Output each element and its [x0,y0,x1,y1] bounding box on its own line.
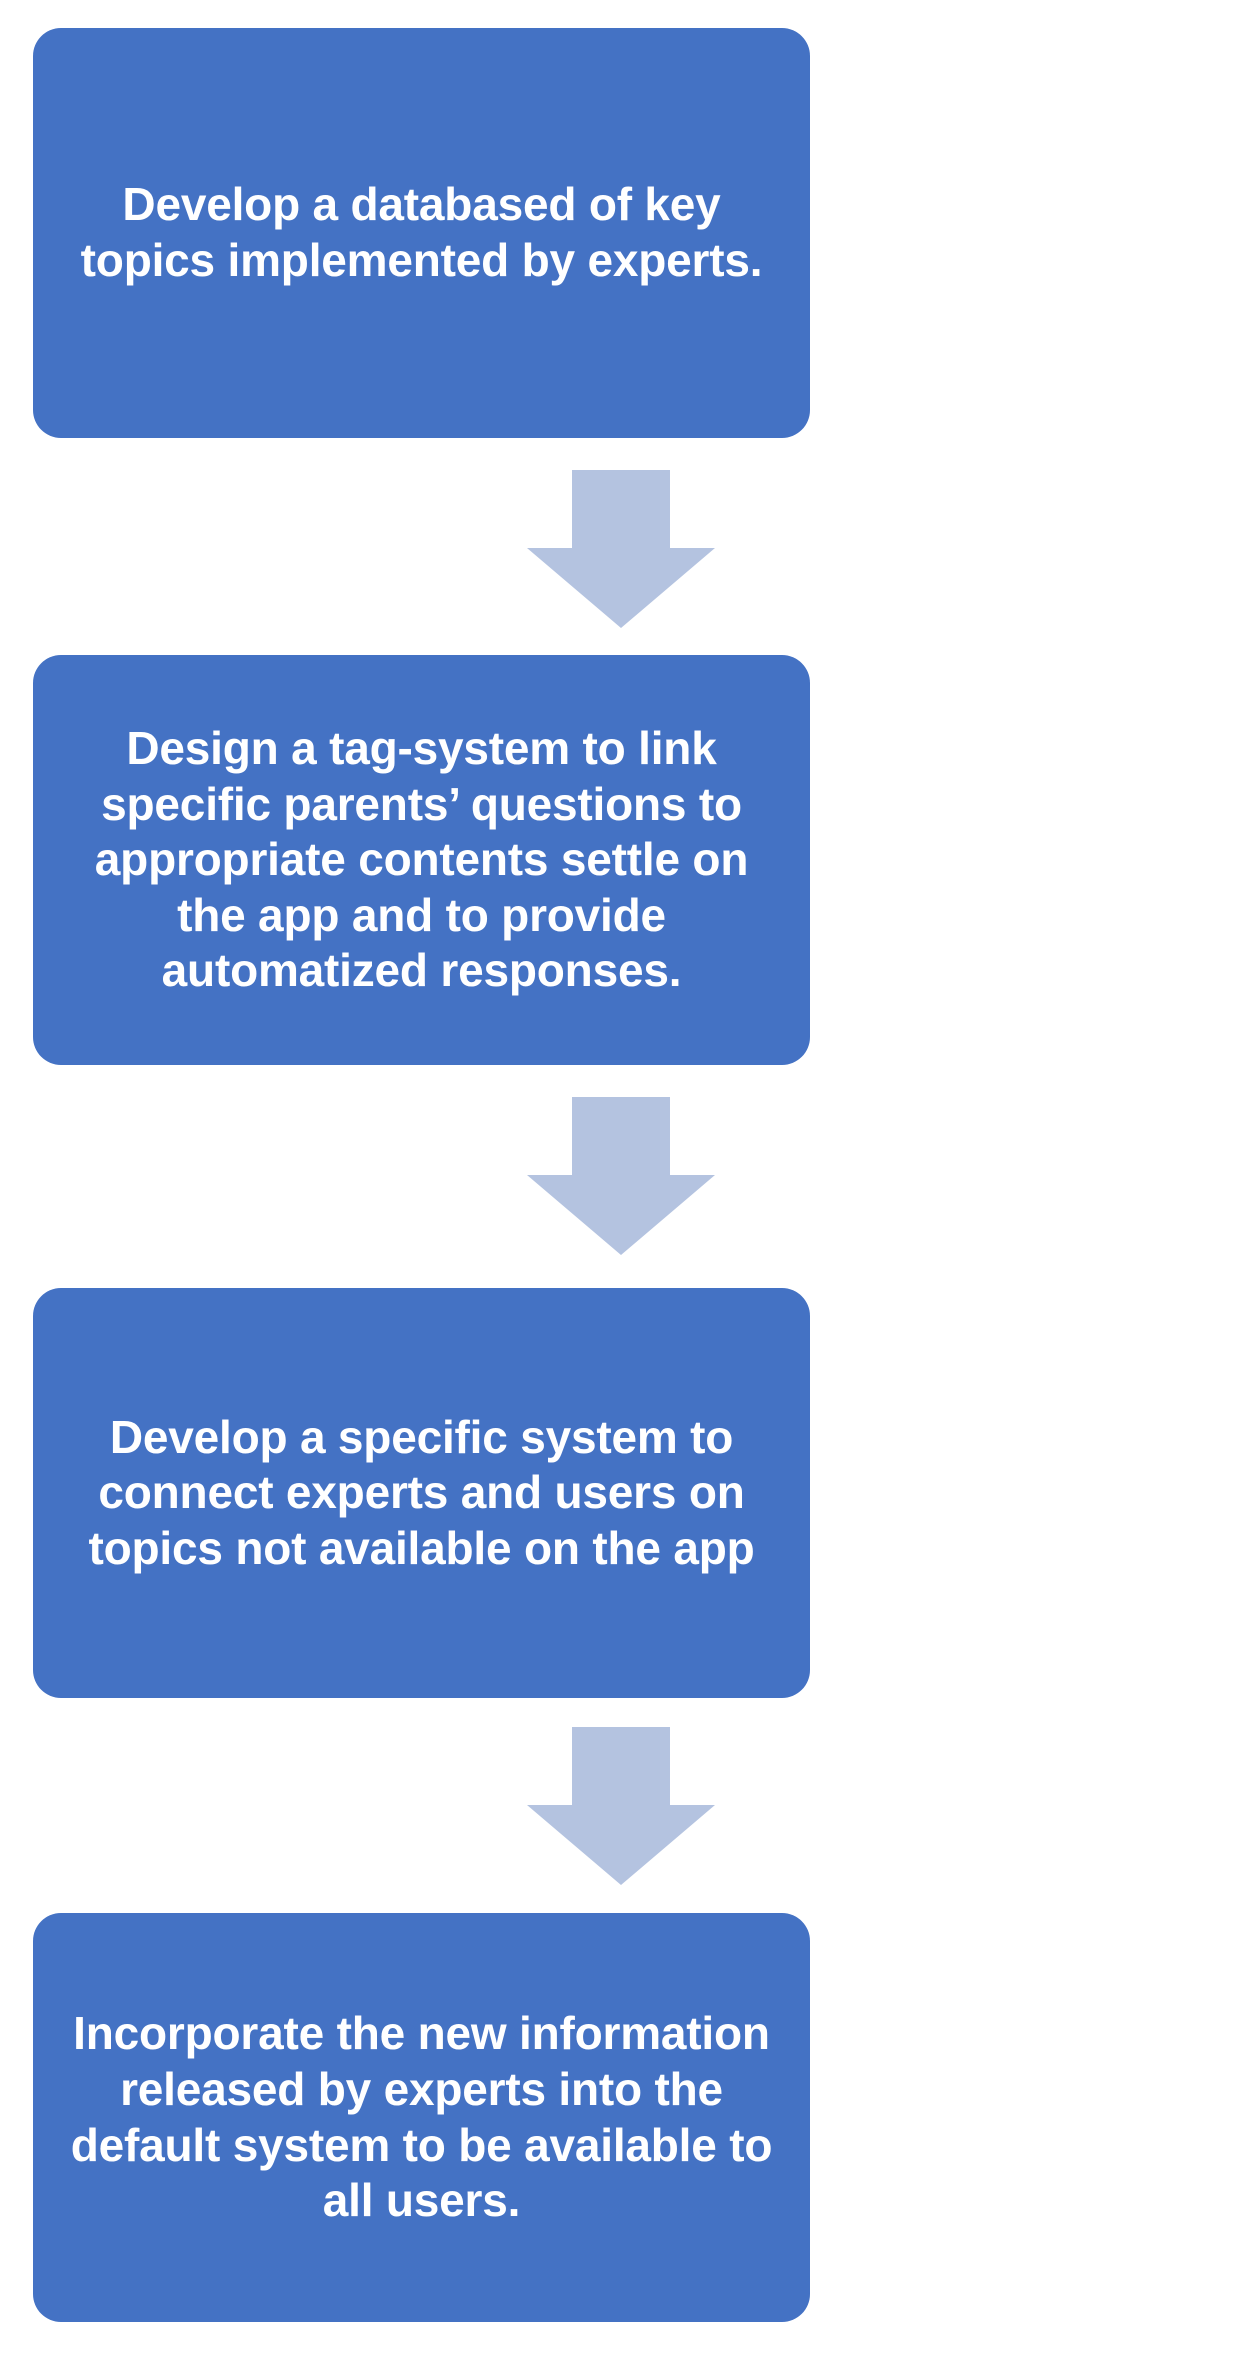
flowchart-connector-2 [527,1097,715,1255]
flowchart-node-3-label: Develop a specific system to connect exp… [88,1410,755,1574]
flowchart-node-1-label: Develop a databased of key topics implem… [80,178,763,286]
arrow-down-icon [527,1727,715,1885]
arrow-down-icon [527,1097,715,1255]
flowchart-node-4-label: Incorporate the new information released… [70,2007,773,2227]
arrow-down-icon [527,470,715,628]
flowchart-node-4[interactable]: Incorporate the new information released… [33,1913,810,2322]
flowchart-node-1[interactable]: Develop a databased of key topics implem… [33,28,810,438]
flowchart-node-2[interactable]: Design a tag-system to link specific par… [33,655,810,1065]
flowchart-connector-1 [527,470,715,628]
flowchart-connector-3 [527,1727,715,1885]
flowchart-node-2-label: Design a tag-system to link specific par… [94,721,749,997]
flowchart-node-3[interactable]: Develop a specific system to connect exp… [33,1288,810,1698]
